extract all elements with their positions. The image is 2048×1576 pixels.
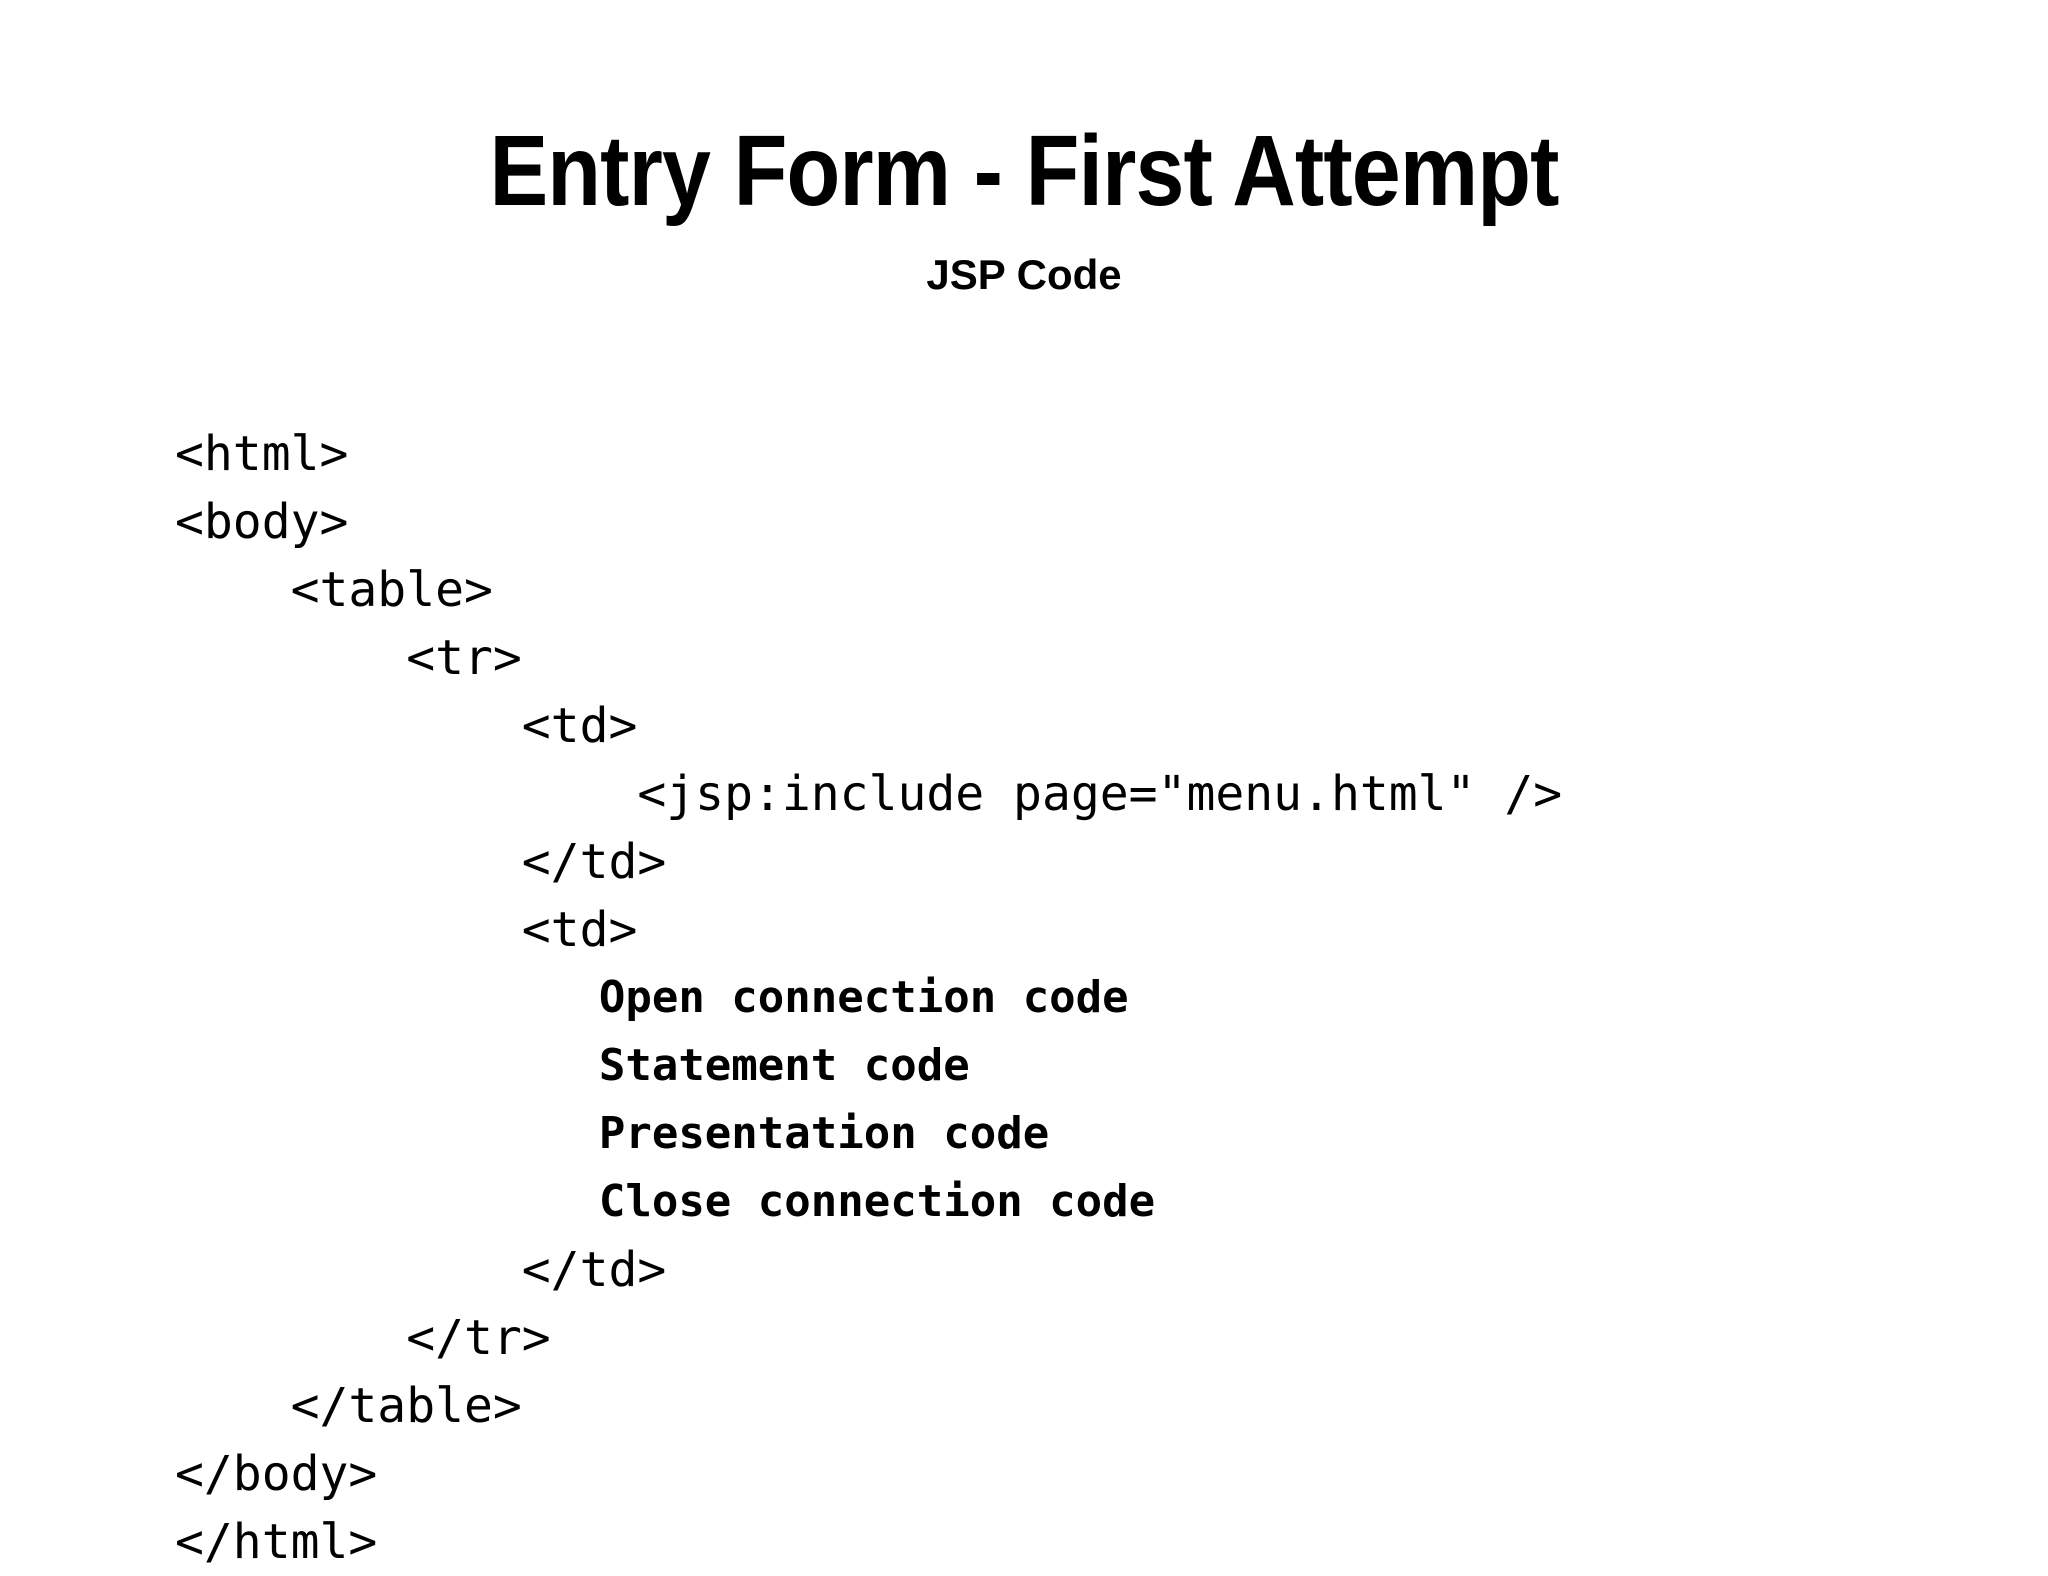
code-line: <td> [175, 692, 1975, 760]
code-line: <jsp:include page="menu.html" /> [175, 760, 1975, 828]
code-line: <body> [175, 488, 1975, 556]
code-indent [175, 1168, 599, 1236]
code-line-text: <table> [290, 562, 493, 618]
code-indent [175, 1032, 599, 1100]
code-line-text: <td> [521, 902, 638, 958]
code-line-text: </body> [175, 1446, 378, 1502]
code-line: <table> [175, 556, 1975, 624]
code-line: </td> [175, 1236, 1975, 1304]
code-line: Close connection code [175, 1168, 1975, 1236]
code-line-text: <tr> [406, 630, 522, 686]
code-indent [175, 828, 522, 896]
code-line: </tr> [175, 1304, 1975, 1372]
code-indent [175, 1372, 291, 1440]
page-title: Entry Form - First Attempt [489, 115, 1559, 227]
code-line-text: Open connection code [598, 972, 1129, 1023]
code-indent [175, 556, 291, 624]
code-line: Statement code [175, 1032, 1975, 1100]
code-indent [175, 624, 406, 692]
code-line: Open connection code [175, 964, 1975, 1032]
code-line: </td> [175, 828, 1975, 896]
code-indent [175, 1304, 406, 1372]
code-line-text: </td> [521, 1242, 667, 1298]
code-indent [175, 692, 522, 760]
code-line-text: Presentation code [598, 1108, 1050, 1159]
code-line-text: </td> [521, 834, 667, 890]
code-line: </table> [175, 1372, 1975, 1440]
code-line-text: <html> [175, 426, 349, 482]
jsp-code-block: <html> <body> <table> <tr> <td> <jsp:incl… [175, 420, 1975, 1576]
code-indent [175, 760, 637, 828]
code-line: </body> [175, 1440, 1975, 1508]
code-line-text: <body> [175, 494, 349, 550]
code-indent [175, 964, 599, 1032]
code-line: Presentation code [175, 1100, 1975, 1168]
slide-canvas: Entry Form - First Attempt JSP Code <htm… [175, 115, 1563, 1570]
code-line-text: Close connection code [598, 1176, 1156, 1227]
code-line-text: </html> [175, 1514, 378, 1570]
slide-subtitle: JSP Code [926, 251, 1122, 298]
code-line: <html> [175, 420, 1975, 488]
code-indent [175, 1100, 599, 1168]
code-line-text: <jsp:include page="menu.html" /> [637, 766, 1563, 822]
code-line-text: <td> [521, 698, 638, 754]
code-line: <tr> [175, 624, 1975, 692]
code-line: <td> [175, 896, 1975, 964]
code-indent [175, 1236, 522, 1304]
code-line: </html> [175, 1508, 1975, 1576]
code-indent [175, 896, 522, 964]
code-line-text: </table> [290, 1378, 522, 1434]
code-line-text: </tr> [406, 1310, 551, 1366]
code-line-text: Statement code [598, 1040, 970, 1091]
